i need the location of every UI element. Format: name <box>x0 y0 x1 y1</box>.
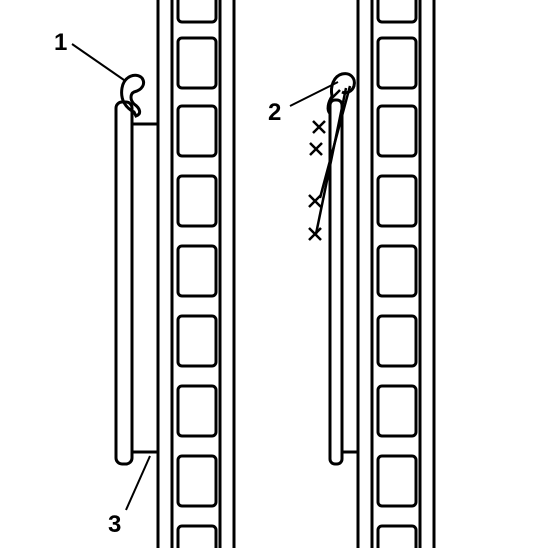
core-cell <box>376 384 418 438</box>
left-assembly <box>114 0 236 548</box>
core-cell <box>376 174 418 228</box>
motion-x-mark <box>309 142 323 156</box>
retaining-clip-removed <box>330 72 356 97</box>
callout-1: 1 <box>54 29 125 81</box>
callout-2: 2 <box>268 81 339 126</box>
callout-label-1: 1 <box>54 29 67 56</box>
callout-label-3: 3 <box>108 511 121 538</box>
core-cell <box>376 454 418 508</box>
right-assembly <box>308 0 436 548</box>
core-cell <box>376 314 418 368</box>
core-cell <box>376 244 418 298</box>
core-cell <box>176 314 218 368</box>
core-cell <box>176 384 218 438</box>
core-cell <box>176 524 218 548</box>
callout-leader-2 <box>289 81 339 107</box>
core-cell <box>376 36 418 90</box>
core-cell <box>176 0 218 24</box>
clip-hook-tip <box>326 95 334 115</box>
motion-marks <box>308 120 326 241</box>
core-cell <box>176 244 218 298</box>
callout-3: 3 <box>108 455 151 538</box>
core-cell <box>176 174 218 228</box>
core-cell <box>176 36 218 90</box>
retaining-clip-installed <box>120 73 146 118</box>
motion-x-mark <box>308 194 322 208</box>
left-core-cells <box>176 0 218 548</box>
right-core-cells <box>376 0 418 548</box>
callout-leader-3 <box>125 455 151 511</box>
radiator-bracket-plate <box>114 100 134 466</box>
callout-label-2: 2 <box>268 99 281 126</box>
core-cell <box>376 524 418 548</box>
motion-x-mark <box>308 227 322 241</box>
core-cell <box>176 454 218 508</box>
clip-swing-line <box>314 87 348 235</box>
core-cell <box>176 104 218 158</box>
radiator-bracket-plate-right <box>328 98 344 466</box>
callout-leader-1 <box>71 43 125 81</box>
core-cell <box>376 0 418 24</box>
core-cell <box>376 104 418 158</box>
motion-x-mark <box>312 120 326 134</box>
